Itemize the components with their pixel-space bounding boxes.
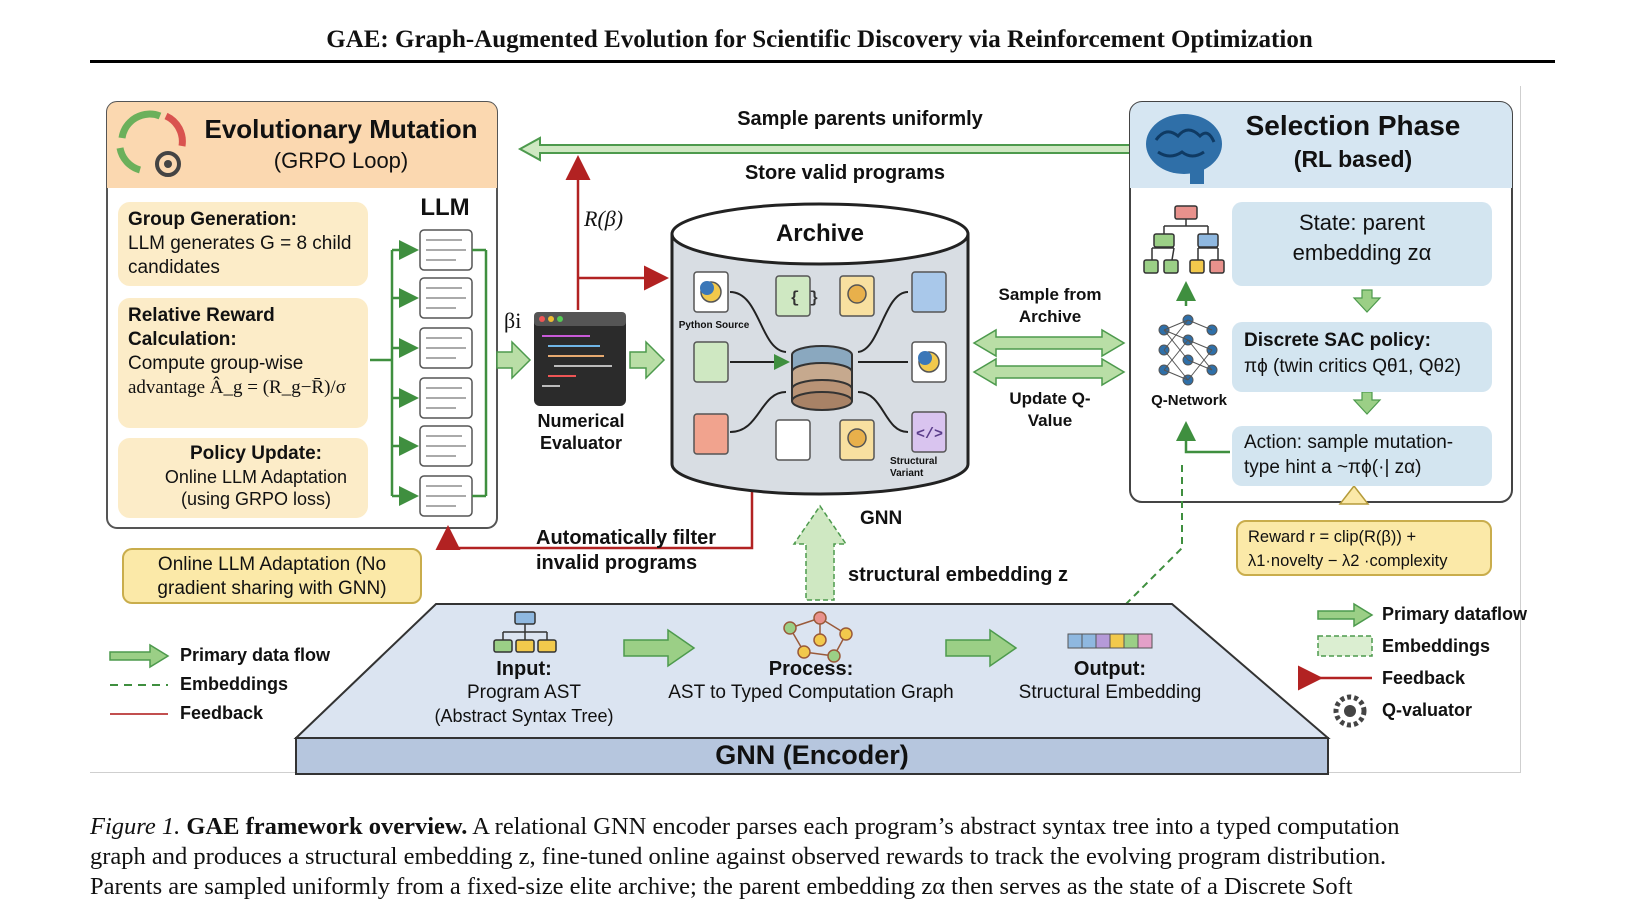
- action-card: Action: sample mutation-type hint a ~πϕ(…: [1232, 426, 1492, 486]
- arrow-to-archive: [629, 340, 666, 380]
- sample-from-archive-label: Sample from Archive: [998, 285, 1102, 326]
- policy-update-text: Online LLM Adaptation (using GRPO loss): [164, 467, 348, 509]
- mutation-subtitle: (GRPO Loop): [273, 148, 409, 173]
- archive-title: Archive: [775, 220, 865, 247]
- gnn-output-line1: Structural Embedding: [1018, 682, 1202, 703]
- relative-reward-formula: advantage Â_g = (R_g−R̄)/σ: [128, 377, 346, 398]
- archive-flow-lines: [729, 291, 909, 433]
- caption-text-1: A relational GNN encoder parses each pro…: [472, 813, 1400, 840]
- sample-archive-arrow: [972, 328, 1126, 358]
- store-valid-label: Store valid programs: [744, 162, 946, 184]
- brain-icon: [1146, 114, 1222, 184]
- policy-update-card: Policy Update: Online LLM Adaptation (us…: [118, 438, 368, 518]
- terminal-icon: [534, 312, 626, 406]
- caption-figure-label: Figure 1.: [90, 813, 181, 840]
- legend-left-primary-glyph: [109, 643, 170, 669]
- policy-to-action-arrow: [1352, 391, 1382, 415]
- paper-header-title: GAE: Graph-Augmented Evolution for Scien…: [326, 26, 1313, 53]
- recycle-icon: [116, 110, 186, 177]
- gnn-output-title: Output:: [1073, 658, 1147, 680]
- policy-update-title: Policy Update:: [190, 443, 322, 464]
- legend-right-feedback: Feedback: [1382, 668, 1466, 688]
- caption-bold-title: GAE framework overview.: [186, 813, 468, 840]
- group-generation-text: LLM generates G = 8 child candidates: [128, 233, 352, 278]
- selection-title: Selection Phase: [1245, 110, 1461, 141]
- online-llm-note: Online LLM Adaptation (No gradient shari…: [122, 548, 422, 604]
- ast-icon: [493, 611, 557, 653]
- gnn-label: GNN: [860, 508, 903, 529]
- relative-reward-title: Relative Reward Calculation:: [128, 305, 275, 350]
- update-q-arrow: [972, 357, 1126, 387]
- sac-policy-text: πϕ (twin critics Qθ1, Qθ2): [1244, 356, 1461, 377]
- reward-line-2: λ1·novelty − λ2 ·complexity: [1248, 552, 1448, 570]
- legend-right-embeddings-glyph: [1317, 635, 1373, 657]
- caption-line-3: Parents are sampled uniformly from a fix…: [90, 873, 1353, 900]
- tree-icon: [1143, 205, 1225, 274]
- sample-parents-label: Sample parents uniformly: [737, 108, 983, 130]
- structural-variant-label: Structural Variant: [890, 456, 938, 479]
- legend-right-primary-glyph: [1317, 602, 1374, 628]
- gnn-up-arrow: [792, 504, 848, 601]
- database-icon: [791, 345, 853, 411]
- structural-embedding-label: structural embedding z: [848, 564, 1069, 586]
- action-to-qnetwork-line: [1176, 421, 1230, 454]
- legend-left-embeddings: Embeddings: [180, 674, 289, 694]
- reward-line-1: Reward r = clip(R(β)) +: [1248, 528, 1417, 546]
- caption-line-2: graph and produces a structural embeddin…: [90, 843, 1387, 870]
- legend-right-embeddings: Embeddings: [1382, 636, 1491, 656]
- reward-pointer: [1338, 484, 1370, 505]
- mutation-panel-header: [107, 102, 497, 188]
- relative-reward-text: Compute group-wise: [128, 353, 304, 374]
- state-card: State: parent embedding zα: [1232, 202, 1492, 286]
- archive-files: [693, 271, 947, 461]
- gnn-encoder-base: [295, 737, 1329, 775]
- legend-right-primary: Primary dataflow: [1382, 604, 1528, 624]
- llm-label: LLM: [420, 194, 470, 221]
- update-q-value-label: Update Q-Value: [1009, 389, 1091, 430]
- llm-branch-lines: [370, 240, 488, 506]
- legend-left-primary: Primary data flow: [180, 645, 331, 665]
- svg-text:</>: </>: [916, 426, 943, 443]
- selection-panel-header: [1130, 102, 1512, 188]
- reward-card: Reward r = clip(R(β)) + λ1·novelty − λ2 …: [1236, 520, 1492, 576]
- numerical-evaluator-label: Numerical Evaluator: [537, 411, 625, 453]
- embedding-dashed-line: [1099, 462, 1183, 631]
- feedback-lines: [435, 155, 754, 550]
- q-network-label: Q-Network: [1151, 392, 1227, 409]
- graph-icon: [783, 611, 853, 663]
- legend-right-q-valuator: Q-valuator: [1382, 700, 1473, 720]
- gnn-input-line1: Program AST: [466, 682, 582, 703]
- svg-text:{ }: { }: [790, 289, 819, 307]
- filter-invalid-label: Automatically filter invalid programs: [536, 527, 717, 574]
- sac-policy-title: Discrete SAC policy:: [1244, 330, 1431, 351]
- group-generation-card: Group Generation: LLM generates G = 8 ch…: [118, 202, 368, 286]
- ast-to-process-arrow: [623, 628, 696, 668]
- gnn-process-title: Process:: [768, 658, 854, 680]
- beta-symbol: βi: [504, 308, 522, 333]
- legend-right-q-valuator-glyph: [1333, 694, 1367, 728]
- caption-line-1: Figure 1. GAE framework overview. A rela…: [90, 812, 1555, 842]
- process-to-output-arrow: [945, 628, 1018, 668]
- gnn-process-line1: AST to Typed Computation Graph: [668, 682, 954, 703]
- figure-caption: Figure 1. GAE framework overview. A rela…: [90, 812, 1555, 902]
- legend-left-feedback: Feedback: [180, 703, 264, 723]
- gnn-input-line2: (Abstract Syntax Tree): [434, 706, 614, 726]
- group-generation-title: Group Generation:: [128, 209, 297, 230]
- embedding-vector-icon: [1067, 633, 1153, 649]
- sac-policy-card: Discrete SAC policy: πϕ (twin critics Qθ…: [1232, 322, 1492, 392]
- python-source-label: Python Source: [678, 320, 750, 331]
- state-to-policy-arrow: [1352, 289, 1382, 313]
- gnn-input-title: Input:: [496, 658, 552, 680]
- q-network-icon: [1158, 314, 1218, 386]
- gnn-encoder-title: GNN (Encoder): [715, 740, 909, 770]
- relative-reward-card: Relative Reward Calculation: Compute gro…: [118, 298, 368, 428]
- mutation-title: Evolutionary Mutation: [204, 114, 478, 144]
- header-rule: [90, 60, 1555, 63]
- sample-parents-arrow: [517, 136, 1131, 162]
- reward-symbol: R(β): [584, 206, 624, 231]
- selection-subtitle: (RL based): [1293, 146, 1413, 172]
- arrow-to-evaluator: [496, 340, 532, 380]
